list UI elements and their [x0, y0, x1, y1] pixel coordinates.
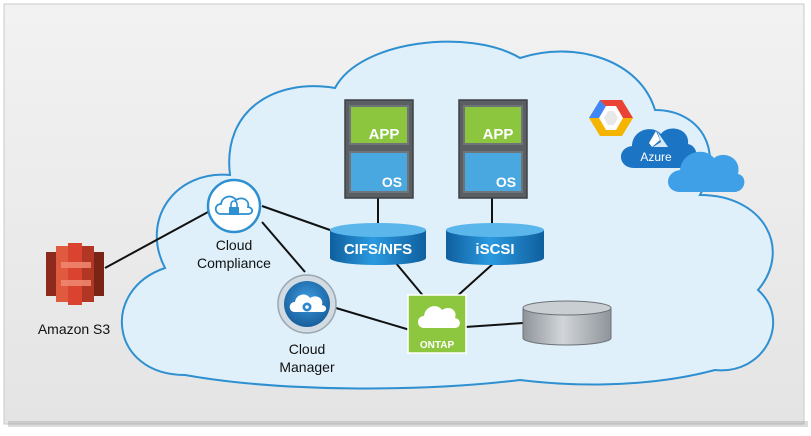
iscsi-label: iSCSI: [475, 241, 514, 258]
azure-label: Azure: [640, 150, 672, 164]
cloud-gear-icon[interactable]: [277, 274, 337, 334]
server-2: [458, 99, 528, 199]
azure-icon: [620, 128, 697, 168]
cloud-manager-label-line2: Manager: [279, 359, 335, 375]
panel-shadow: [8, 421, 808, 427]
server-1-os-label: OS: [382, 174, 402, 190]
server-1-app-label: APP: [369, 126, 400, 143]
server-1-app-block: [351, 107, 407, 143]
amazon-s3-icon: [46, 243, 104, 305]
cifs-nfs-label: CIFS/NFS: [344, 241, 412, 258]
cloud-compliance-label-line1: Cloud: [216, 237, 253, 253]
connector-lines: [104, 198, 524, 331]
server-2-os-block: [465, 153, 521, 191]
cloud-lock-icon[interactable]: [206, 178, 262, 234]
server-2-app-label: APP: [483, 126, 514, 143]
cloud-compliance-label-line2: Compliance: [197, 255, 271, 271]
server-1-os-block: [351, 153, 407, 191]
server-2-os-label: OS: [496, 174, 516, 190]
server-1: [344, 99, 414, 199]
cifs-nfs-volume[interactable]: [330, 223, 426, 265]
light-blue-cloud-icon: [668, 151, 745, 192]
cloud-manager-label-line1: Cloud: [289, 341, 326, 357]
google-cloud-icon: [589, 100, 633, 136]
server-2-app-block: [465, 107, 521, 143]
iscsi-volume[interactable]: [446, 223, 544, 265]
amazon-s3-label: Amazon S3: [38, 321, 111, 337]
storage-disk: [522, 300, 612, 346]
ontap-label: ONTAP: [420, 340, 455, 351]
ontap-cloud-icon[interactable]: [407, 294, 467, 354]
